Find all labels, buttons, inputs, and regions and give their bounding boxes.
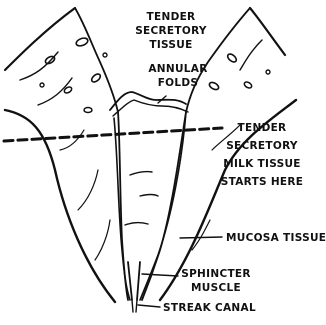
sphincter-muscle-leader: [142, 274, 178, 276]
label-line: ANNULAR: [148, 63, 207, 75]
label-line: TISSUE: [149, 39, 192, 51]
label-line: MILK TISSUE: [223, 158, 301, 170]
teat-wall-left: [5, 8, 128, 302]
annular-folds: [110, 92, 188, 116]
secretory-tissue-blobs-right: [208, 52, 270, 91]
label-line: STARTS HERE: [221, 176, 304, 188]
label-mucosa-tissue: MUCOSA TISSUE: [226, 232, 326, 244]
secretory-tissue-blobs-left: [40, 37, 107, 113]
mucosa-lining: [114, 112, 186, 300]
label-sphincter-muscle: SPHINCTER MUSCLE: [181, 268, 251, 294]
label-line: TENDER: [238, 122, 287, 134]
label-line: SECRETORY: [226, 140, 298, 152]
label-tender-secretory-tissue: TENDER SECRETORY TISSUE: [135, 11, 207, 51]
label-streak-canal: STREAK CANAL: [163, 302, 256, 314]
label-line: MUSCLE: [191, 282, 241, 294]
label-line: SECRETORY: [135, 25, 207, 37]
label-line: FOLDS: [158, 77, 199, 89]
label-line: SPHINCTER: [181, 268, 251, 280]
streak-canal-leader: [138, 305, 160, 307]
teat-wall-right: [142, 8, 296, 300]
label-line: TENDER: [147, 11, 196, 23]
mucosa-tissue-leader: [180, 237, 222, 238]
